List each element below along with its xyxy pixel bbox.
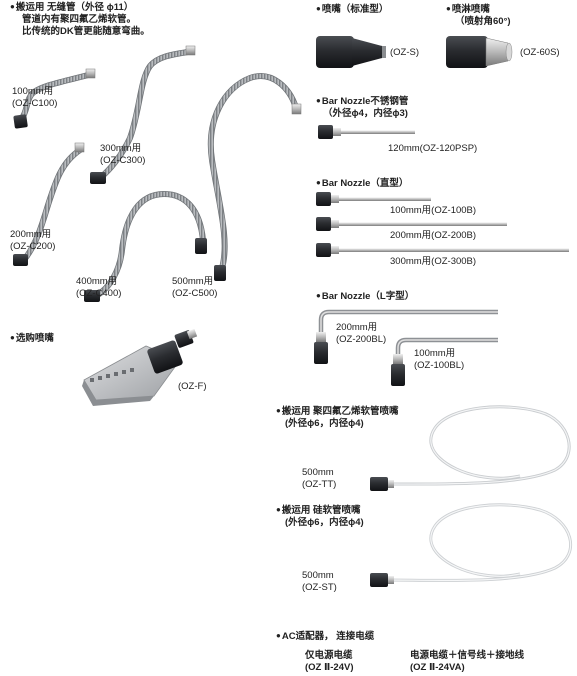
bar-100bl-code: (OZ-100BL) <box>414 360 465 371</box>
tube-oz-c100 <box>13 68 96 129</box>
ac-item1-label: 仅电源电缆 <box>305 650 353 661</box>
tube-c200-length: 200mm用 <box>10 229 52 240</box>
tube-c200-code: (OZ-C200) <box>10 241 56 252</box>
nozzle-oz-f <box>82 328 198 406</box>
ptfe-title: 搬运用 聚四氟乙烯软管喷嘴 <box>276 406 399 418</box>
ac-title: AC适配器， 连接电缆 <box>276 631 374 643</box>
bar-200b-label: 200mm用(OZ-200B) <box>390 230 477 241</box>
tube-c100-length: 100mm用 <box>12 86 54 97</box>
bar-200bl-length: 200mm用 <box>336 322 378 333</box>
ptfe-length: 500mm <box>302 467 334 478</box>
tube-c500-code: (OZ-C500) <box>172 288 218 299</box>
bar-120-label: 120mm(OZ-120PSP) <box>388 143 478 154</box>
tube-c500-length: 500mm用 <box>172 276 214 287</box>
tube-c400-code: (OZ-C400) <box>76 288 122 299</box>
ac-item1-code: (OZ Ⅱ-24V) <box>305 662 354 673</box>
spray-nozzle-title: 喷淋喷嘴 <box>446 4 490 16</box>
tube-c300-code: (OZ-C300) <box>100 155 146 166</box>
bar-l-title: Bar Nozzle（L字型） <box>316 291 414 303</box>
bar-oz-200b <box>316 217 507 231</box>
flex-tube-title: 搬运用 无缝管（外径 ɸ11） <box>10 2 133 14</box>
tube-c100-code: (OZ-C100) <box>12 98 58 109</box>
spray-nozzle-sub: （喷射角60°) <box>455 16 511 27</box>
tube-oz-st <box>370 503 573 587</box>
bar-oz-100bl <box>391 337 498 386</box>
silicone-length: 500mm <box>302 570 334 581</box>
bar-300b-label: 300mm用(OZ-300B) <box>390 256 477 267</box>
bar-oz-300b <box>316 243 569 257</box>
nozzle-standard-code: (OZ-S) <box>390 47 420 58</box>
bar-100b-label: 100mm用(OZ-100B) <box>390 205 477 216</box>
bar-oz-200bl <box>314 309 498 364</box>
nozzle-standard-title: 喷嘴（标准型） <box>316 4 389 16</box>
silicone-title: 搬运用 硅软管喷嘴 <box>276 505 361 517</box>
optional-nozzle-title: 选购喷嘴 <box>10 333 54 345</box>
bar-oz-100b <box>316 192 431 206</box>
flex-tube-desc-1: 管道内有聚四氟乙烯软管。 <box>22 14 137 25</box>
flex-tube-desc-2: 比传统的DK管更能随意弯曲。 <box>22 26 150 37</box>
bar-100bl-length: 100mm用 <box>414 348 456 359</box>
tube-c300-length: 300mm用 <box>100 143 142 154</box>
silicone-sub: (外径ɸ6，内径ɸ4) <box>285 517 364 528</box>
silicone-code: (OZ-ST) <box>302 582 337 593</box>
tube-oz-c400 <box>84 190 207 302</box>
tube-oz-c200 <box>13 142 85 266</box>
bar-ss-title: Bar Nozzle不锈钢管 <box>316 96 409 108</box>
tube-oz-c500 <box>207 73 302 281</box>
bar-ss-sub: （外径ɸ4，内径ɸ3) <box>323 108 408 119</box>
bar-straight-title: Bar Nozzle（直型） <box>316 178 409 190</box>
optional-nozzle-code: (OZ-F) <box>178 381 207 392</box>
nozzle-oz-60s <box>446 36 513 68</box>
ac-item2-label: 电源电缆＋信号线＋接地线 <box>410 650 525 661</box>
ac-item2-code: (OZ Ⅱ-24VA) <box>410 662 465 673</box>
spray-nozzle-code: (OZ-60S) <box>520 47 560 58</box>
ptfe-sub: (外径ɸ6，内径ɸ4) <box>285 418 364 429</box>
ptfe-code: (OZ-TT) <box>302 479 337 490</box>
tube-c400-length: 400mm用 <box>76 276 118 287</box>
bar-200bl-code: (OZ-200BL) <box>336 334 387 345</box>
tube-oz-tt <box>370 405 571 491</box>
bar-oz-120psp <box>318 125 415 139</box>
tube-oz-c300 <box>90 45 196 184</box>
nozzle-oz-s <box>316 36 386 68</box>
